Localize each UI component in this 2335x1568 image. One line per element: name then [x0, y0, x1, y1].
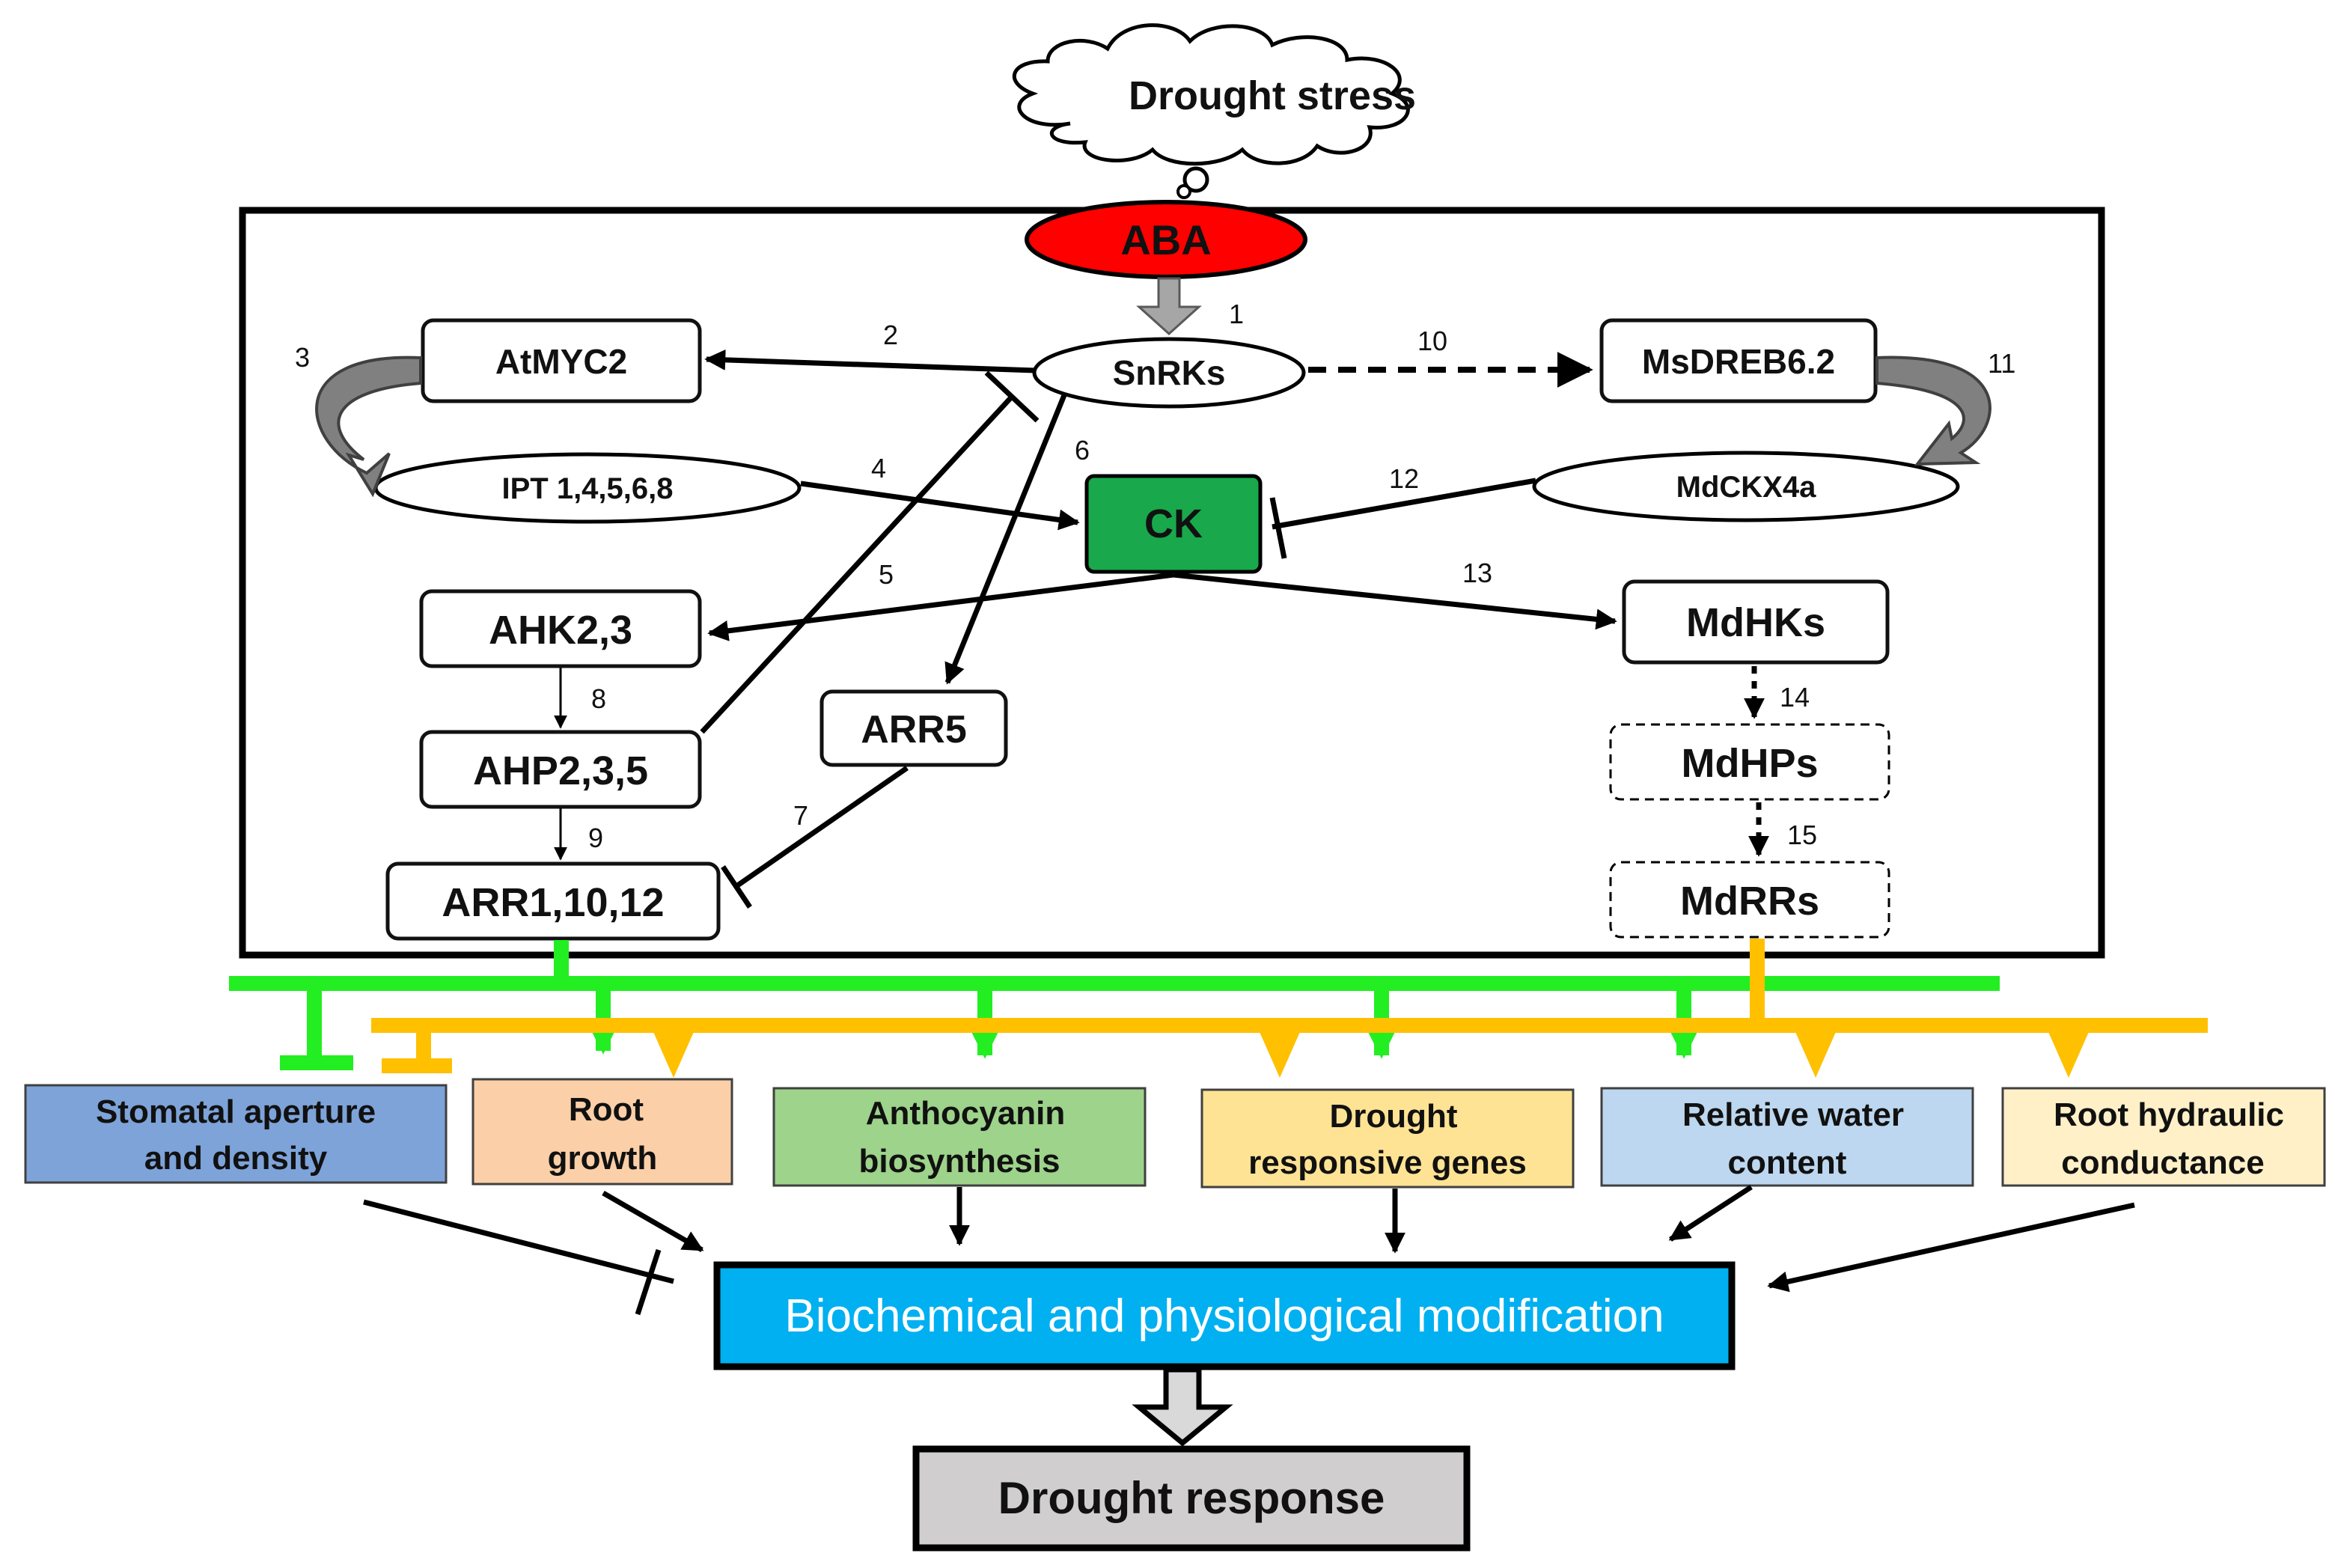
mdhps-node — [1609, 723, 1890, 801]
aba-node — [1025, 200, 1307, 279]
outcome-root-growth: Root growth — [471, 1078, 733, 1186]
outcome-root-growth-line2: growth — [548, 1140, 658, 1177]
edge-mdckx-ck — [1272, 478, 1536, 530]
edge-msdreb-mdckx — [1875, 356, 1991, 466]
mdhks-label: MdHKs — [1686, 600, 1825, 645]
edge-number-7: 7 — [793, 800, 808, 831]
edge-water-modification — [1668, 1185, 1753, 1242]
ck-label: CK — [1144, 501, 1203, 546]
ahk-node — [419, 589, 702, 668]
edge-number-2: 2 — [883, 320, 898, 350]
outcome-root-hydraulic-line2: conductance — [2061, 1144, 2264, 1181]
edge-arr5-arr1 — [735, 766, 909, 888]
msdreb-label: MsDREB6.2 — [1642, 342, 1835, 381]
edge-number-8: 8 — [591, 683, 606, 714]
ahp-label: AHP2,3,5 — [473, 748, 648, 793]
ahk-label: AHK2,3 — [489, 608, 632, 653]
outcome-root-hydraulic-line1: Root hydraulic — [2054, 1096, 2284, 1133]
edge-arr5-arr1-bar — [721, 865, 752, 909]
outcome-root-hydraulic: Root hydraulic conductance — [2001, 1087, 2326, 1187]
ipt-label: IPT 1,4,5,6,8 — [501, 472, 673, 505]
mdrrs-label: MdRRs — [1680, 879, 1819, 924]
edge-number-12: 12 — [1389, 463, 1419, 494]
outcome-stomatal-line2: and density — [144, 1140, 328, 1177]
outcome-anthocyanin-line1: Anthocyanin — [866, 1095, 1065, 1132]
modification-response-arrow — [1132, 1367, 1233, 1447]
outcome-anthocyanin-line2: biosynthesis — [859, 1143, 1060, 1180]
edge-snrks-arr5 — [944, 394, 1067, 685]
edge-ck-ahk — [707, 572, 1174, 641]
atmyc2-label: AtMYC2 — [495, 342, 627, 381]
atmyc2-node — [421, 318, 702, 403]
outcome-water-content-line2: content — [1728, 1144, 1847, 1181]
mdrrs-node — [1609, 861, 1890, 939]
snrks-label: SnRKs — [1113, 353, 1226, 392]
edge-atmyc2-ipt — [315, 356, 422, 498]
drought-response-label: Drought response — [998, 1473, 1385, 1523]
green-effect-lines — [229, 940, 2000, 1070]
cloud-tail-dot — [1176, 184, 1191, 199]
outcome-water-content: Relative water content — [1600, 1087, 1974, 1187]
arr1-node — [385, 861, 721, 941]
outcome-anthocyanin: Anthocyanin biosynthesis — [772, 1087, 1147, 1187]
aba-label: ABA — [1120, 216, 1211, 263]
edge-snrks-atmyc2 — [704, 349, 1037, 373]
edge-stomatal-modification — [363, 1199, 674, 1284]
ahp-node — [419, 730, 702, 809]
mdhks-node — [1622, 579, 1890, 665]
outcome-drought-genes: Drought responsive genes — [1200, 1088, 1575, 1189]
edge-ck-mdhks — [1173, 572, 1617, 630]
cloud-tail-circle — [1182, 166, 1209, 193]
edge-number-6: 6 — [1075, 435, 1090, 466]
edge-ipt-ck — [800, 481, 1080, 531]
mdckx-label: MdCKX4a — [1676, 471, 1816, 504]
arr1-label: ARR1,10,12 — [442, 880, 664, 925]
edge-mdckx-ck-bar — [1269, 497, 1287, 559]
drought-stress-cloud: Drought stress — [1012, 23, 1416, 166]
edge-ahp-snrks-bar — [984, 370, 1040, 423]
edge-stomatal-modification-bar — [635, 1248, 662, 1316]
edge-ahp-snrks — [700, 394, 1014, 734]
edge-number-10: 10 — [1417, 326, 1447, 356]
ck-node — [1084, 474, 1263, 574]
gold-effect-lines — [371, 939, 2208, 1078]
edge-number-14: 14 — [1780, 682, 1810, 713]
drought-stress-label: Drought stress — [1129, 73, 1416, 118]
arr5-node — [819, 689, 1008, 767]
outcome-stomatal-line1: Stomatal aperture — [96, 1093, 376, 1130]
outcome-drought-genes-line2: responsive genes — [1248, 1144, 1527, 1181]
aba-snrks-arrow — [1136, 277, 1202, 336]
edge-number-15: 15 — [1787, 820, 1817, 850]
drought-response-box — [912, 1445, 1471, 1552]
edge-number-11: 11 — [1988, 348, 2015, 379]
outcome-drought-genes-line1: Drought — [1329, 1098, 1457, 1135]
edge-number-4: 4 — [871, 453, 886, 483]
outcome-water-content-line1: Relative water — [1682, 1096, 1904, 1133]
edge-number-1: 1 — [1229, 299, 1244, 329]
edge-number-3: 3 — [295, 342, 310, 373]
edge-hydraulic-modification — [1767, 1202, 2135, 1293]
edge-number-13: 13 — [1462, 558, 1492, 588]
modification-label: Biochemical and physiological modificati… — [784, 1290, 1664, 1342]
outcome-stomatal: Stomatal aperture and density — [24, 1084, 448, 1184]
mdhps-label: MdHPs — [1681, 741, 1818, 786]
edge-number-9: 9 — [588, 823, 603, 853]
arr5-label: ARR5 — [861, 708, 967, 751]
edge-number-5: 5 — [879, 559, 894, 590]
modification-box — [713, 1261, 1736, 1370]
outcome-root-growth-line1: Root — [569, 1091, 644, 1128]
edge-rootgrowth-modification — [602, 1190, 704, 1253]
mdckx-node — [1532, 451, 1960, 522]
